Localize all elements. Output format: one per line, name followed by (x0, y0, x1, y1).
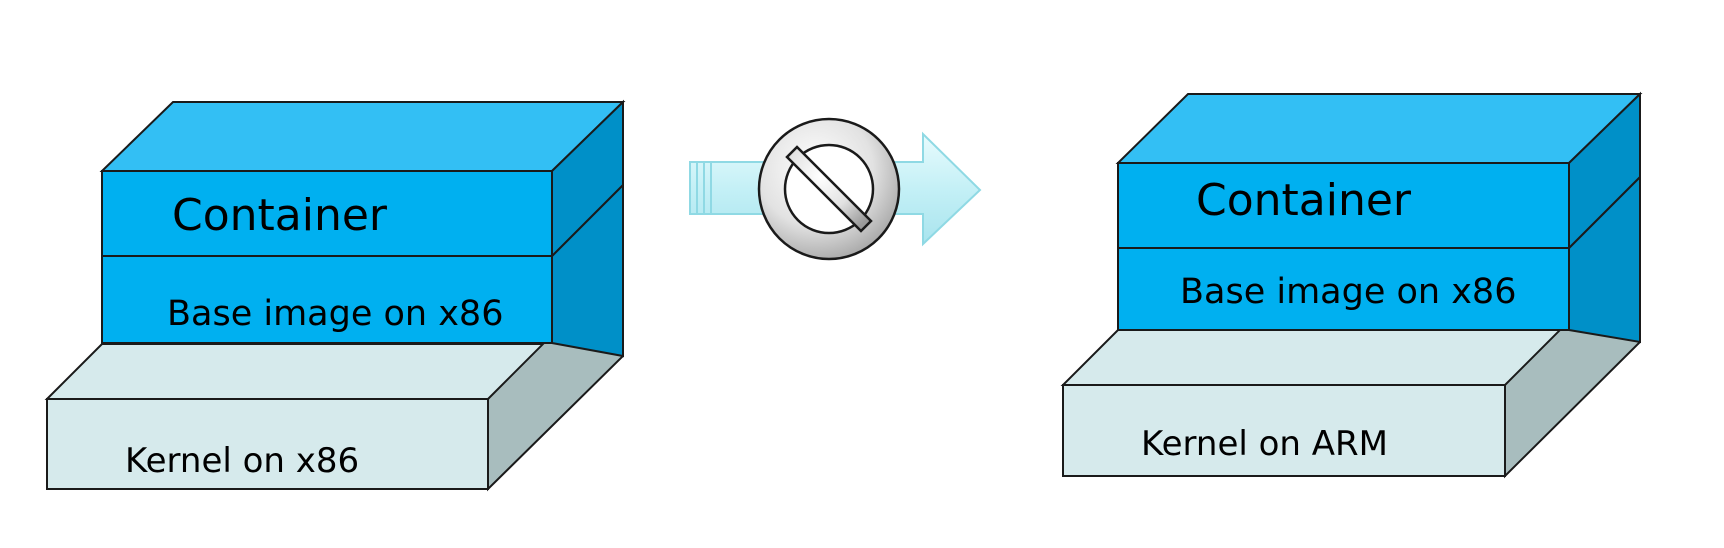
left-container-label: Container (172, 190, 388, 241)
right-base-image-block: Base image on x86 (1117, 174, 1641, 344)
left-kernel-front (46, 398, 489, 490)
right-kernel-block: Kernel on ARM (1060, 247, 1641, 479)
right-base-front (1117, 247, 1570, 331)
prohibited-icon (757, 117, 901, 261)
right-stack: Kernel on ARM Base image on x86 Containe… (1060, 91, 1643, 479)
right-base-label: Base image on x86 (1180, 272, 1516, 312)
right-container-label: Container (1196, 175, 1412, 226)
right-kernel-label: Kernel on ARM (1141, 424, 1388, 464)
right-kernel-front (1062, 384, 1506, 477)
left-stack: Kernel on x86 Base image on x86 Containe… (44, 99, 626, 492)
left-container-block: Container (99, 99, 626, 259)
right-container-block: Container (1115, 91, 1643, 251)
left-container-front (101, 170, 553, 257)
left-kernel-label: Kernel on x86 (125, 441, 359, 481)
left-container-top (99, 101, 626, 172)
right-container-top (1115, 93, 1643, 164)
left-base-image-block: Base image on x86 (101, 182, 624, 358)
left-base-front (101, 255, 553, 344)
right-container-front (1117, 162, 1570, 249)
blocked-transfer (689, 117, 982, 261)
left-base-label: Base image on x86 (167, 294, 503, 334)
